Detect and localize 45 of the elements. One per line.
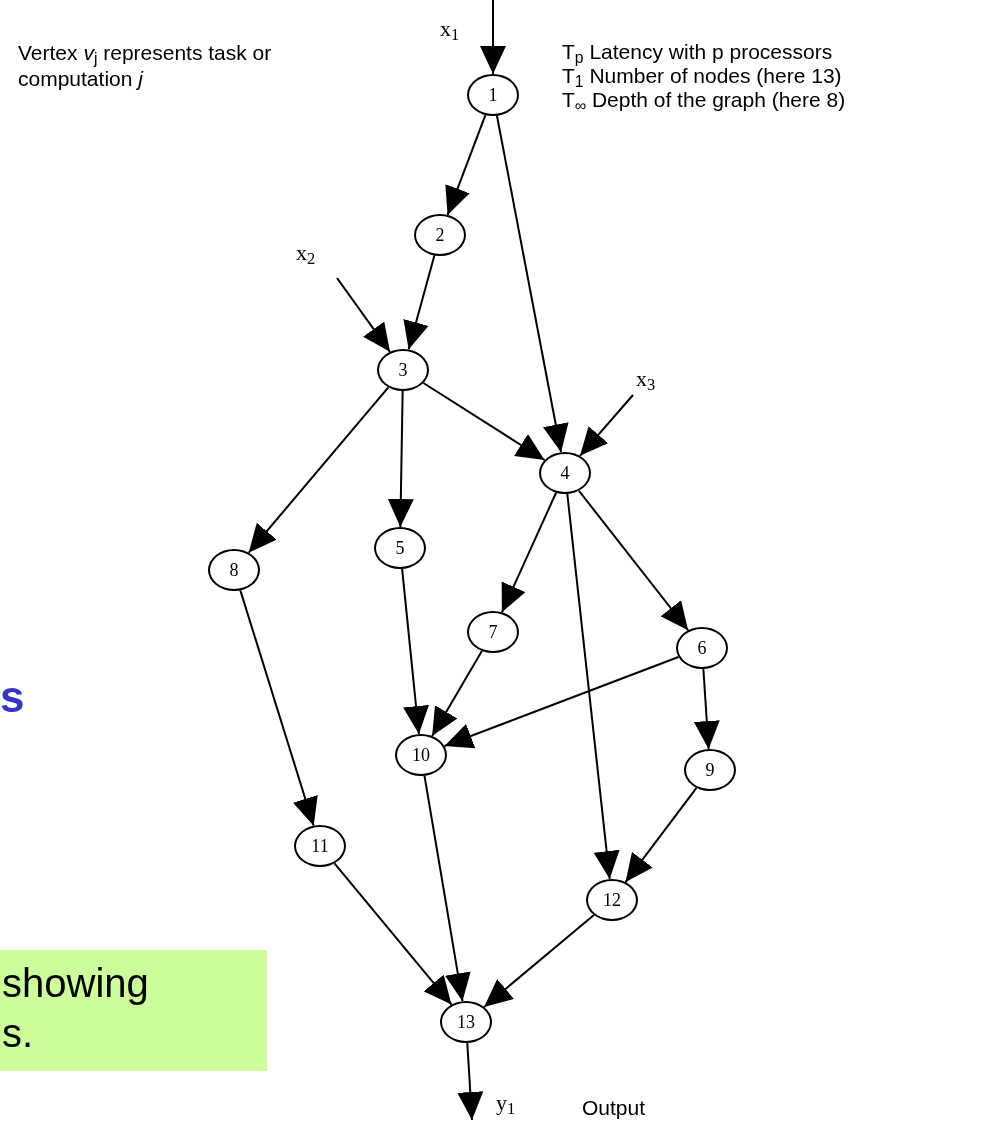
arrow bbox=[333, 862, 453, 1006]
label-text: Vertex v$_{j}$ represents task or computation j bbox=[18, 40, 273, 92]
edge-label: y$_{1}$ bbox=[496, 1089, 516, 1119]
task-circle: 5 bbox=[374, 527, 426, 569]
arrow bbox=[693, 667, 720, 751]
task-circle: 2 bbox=[414, 214, 466, 256]
arrow bbox=[422, 382, 546, 461]
edge-label: x$_{2}$ bbox=[296, 239, 316, 269]
arrow bbox=[336, 277, 391, 353]
arrow bbox=[239, 589, 318, 827]
label-text: s bbox=[0, 671, 25, 723]
arrow bbox=[457, 1041, 484, 1121]
note-box: showing s. bbox=[0, 950, 267, 1071]
task-circle: 9 bbox=[684, 749, 736, 791]
arrow bbox=[423, 774, 471, 1003]
edge-label: x$_{1}$ bbox=[440, 15, 460, 45]
arrow bbox=[403, 254, 436, 351]
task-circle: 1 bbox=[467, 74, 519, 116]
arrow bbox=[480, 0, 506, 75]
arrow bbox=[577, 489, 690, 632]
arrow bbox=[247, 386, 390, 554]
task-circle: 8 bbox=[208, 549, 260, 591]
task-circle: 7 bbox=[467, 611, 519, 653]
arrow bbox=[566, 492, 620, 881]
arrow bbox=[401, 567, 429, 736]
task-circle: 12 bbox=[586, 879, 638, 921]
arrow bbox=[495, 114, 569, 454]
edge-label: x$_{3}$ bbox=[636, 365, 656, 395]
task-circle: 3 bbox=[377, 349, 429, 391]
arrow bbox=[624, 786, 698, 884]
task-circle: 10 bbox=[395, 734, 447, 776]
arrow bbox=[500, 491, 558, 614]
label-text: Output bbox=[582, 1095, 646, 1121]
arrow bbox=[431, 650, 483, 737]
arrow bbox=[483, 914, 595, 1008]
arrow bbox=[443, 655, 680, 749]
task-circle: 4 bbox=[539, 452, 591, 494]
arrow bbox=[387, 390, 414, 528]
task-circle: 6 bbox=[676, 627, 728, 669]
arrow bbox=[445, 114, 487, 216]
task-circle: 11 bbox=[294, 825, 346, 867]
task-circle: 13 bbox=[440, 1001, 492, 1043]
arrow bbox=[578, 394, 634, 457]
label-text: T$_{∞}$ Depth of the graph (here 8) bbox=[562, 88, 847, 112]
label-text: T$_{p}$ Latency with p processors bbox=[562, 40, 834, 64]
